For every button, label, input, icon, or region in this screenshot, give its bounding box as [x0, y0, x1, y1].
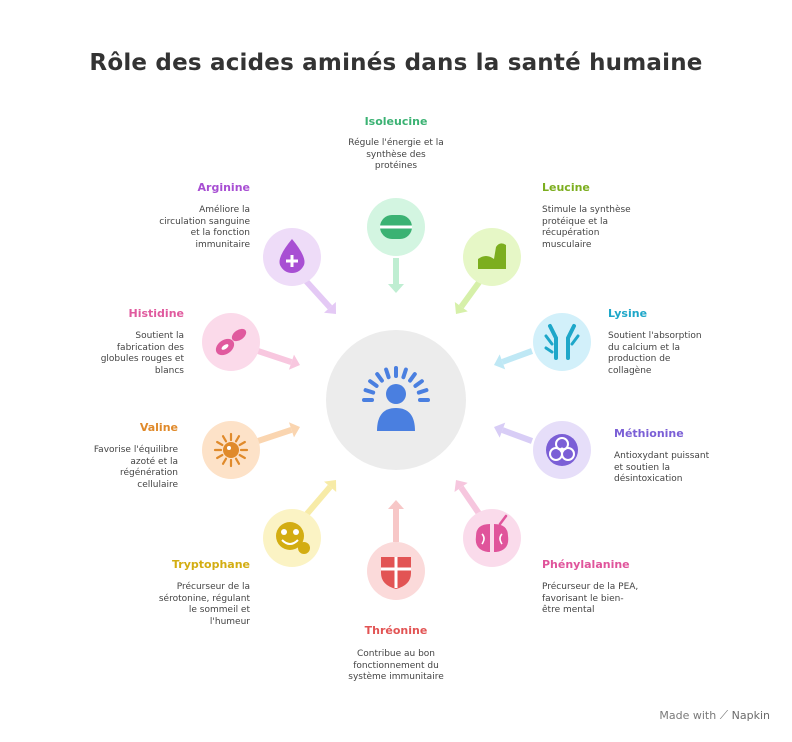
description-histidine: Soutient la fabrication des globules rou…	[100, 331, 184, 376]
node-leucine	[463, 228, 521, 286]
brand-name: Napkin	[731, 709, 770, 722]
arrow-lysine	[494, 348, 534, 370]
cell-icon	[213, 432, 249, 468]
label-methionine: Méthionine	[614, 427, 684, 440]
node-methionine	[533, 421, 591, 479]
label-threonine: Thréonine	[364, 624, 428, 637]
arrow-threonine	[388, 500, 404, 542]
page-title: Rôle des acides aminés dans la santé hum…	[89, 50, 703, 76]
label-arginine: Arginine	[197, 181, 250, 194]
pill-icon	[380, 215, 412, 239]
arrow-phenylalanine	[454, 480, 483, 517]
label-lysine: Lysine	[608, 307, 648, 320]
shield-icon	[381, 557, 411, 589]
label-phenylalanine: Phénylalanine	[542, 558, 630, 571]
brain-icon	[475, 514, 509, 552]
description-arginine: Améliore la circulation sanguine et la f…	[159, 205, 250, 250]
description-methionine: Antioxydant puissant et soutien la désin…	[614, 451, 710, 484]
description-leucine: Stimule la synthèse protéique et la récu…	[542, 205, 631, 250]
arrow-histidine	[257, 348, 300, 370]
node-lysine	[533, 313, 591, 371]
person-icon	[362, 366, 430, 431]
blood-drop-icon	[279, 239, 305, 273]
smile-icon	[276, 522, 310, 554]
nodes-layer	[202, 198, 591, 600]
arrow-valine	[257, 422, 300, 444]
description-tryptophane: Précurseur de la sérotonine, régulant le…	[158, 582, 250, 627]
node-circle	[533, 313, 591, 371]
label-valine: Valine	[139, 421, 178, 434]
node-circle	[463, 509, 521, 567]
arrow-leucine	[454, 279, 483, 314]
arrow-isoleucine	[388, 258, 404, 293]
node-phenylalanine	[463, 509, 521, 567]
label-leucine: Leucine	[542, 181, 590, 194]
description-threonine: Contribue au bon fonctionnement du systè…	[348, 649, 444, 682]
node-arginine	[263, 228, 321, 286]
bone-icon	[544, 324, 580, 360]
node-valine	[202, 421, 260, 479]
blood-cells-icon	[215, 328, 247, 356]
node-histidine	[202, 313, 260, 371]
node-tryptophane	[263, 509, 321, 567]
biohazard-icon	[546, 434, 578, 466]
node-isoleucine	[367, 198, 425, 256]
napkin-logo-icon: ⟋	[719, 708, 729, 722]
label-histidine: Histidine	[128, 307, 185, 320]
node-threonine	[367, 542, 425, 600]
arrows-layer	[257, 258, 534, 542]
description-lysine: Soutient l'absorption du calcium et la p…	[608, 331, 702, 376]
arrow-tryptophane	[303, 480, 337, 517]
label-isoleucine: Isoleucine	[364, 115, 428, 128]
description-isoleucine: Régule l'énergie et la synthèse des prot…	[348, 138, 444, 171]
arrow-methionine	[494, 422, 534, 444]
label-tryptophane: Tryptophane	[172, 558, 250, 571]
node-circle	[463, 228, 521, 286]
napkin-watermark: Made with ⟋ Napkin	[659, 708, 770, 723]
made-with-text: Made with	[659, 709, 717, 722]
arrow-arginine	[303, 278, 336, 314]
description-phenylalanine: Précurseur de la PEA, favorisant le bien…	[542, 582, 639, 615]
description-valine: Favorise l'équilibre azoté et la régénér…	[93, 445, 178, 490]
muscle-icon	[478, 243, 506, 269]
